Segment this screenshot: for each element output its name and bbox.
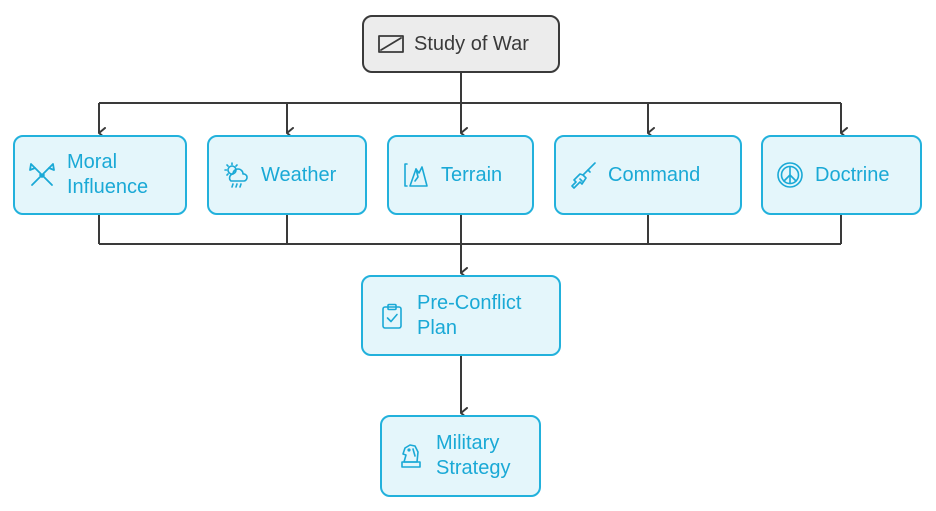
terrain-label: Terrain	[441, 163, 503, 186]
moral-influence-node[interactable]: Moral Influence	[13, 135, 187, 215]
peace-sign-icon	[775, 160, 805, 190]
canvas-icon	[376, 29, 406, 59]
pre-conflict-plan-node[interactable]: Pre-Conflict Plan	[361, 275, 561, 356]
pre-conflict-plan-label: Pre-Conflict Plan	[417, 291, 522, 339]
mountain-icon	[401, 160, 431, 190]
terrain-node[interactable]: Terrain	[387, 135, 534, 215]
study-of-war-node[interactable]: Study of War	[362, 15, 560, 73]
moral-influence-label: Moral Influence	[67, 151, 149, 198]
weather-label: Weather	[261, 163, 337, 186]
military-strategy-label: Military Strategy	[436, 432, 511, 479]
rifle-icon	[568, 160, 598, 190]
doctrine-label: Doctrine	[815, 163, 890, 186]
crossed-flags-icon	[27, 160, 57, 190]
study-of-war-label: Study of War	[414, 32, 529, 55]
clipboard-check-icon	[377, 301, 407, 331]
weather-node[interactable]: Weather	[207, 135, 367, 215]
military-strategy-node[interactable]: Military Strategy	[380, 415, 541, 497]
doctrine-node[interactable]: Doctrine	[761, 135, 922, 215]
command-label: Command	[608, 163, 701, 186]
chess-knight-icon	[396, 441, 426, 471]
command-node[interactable]: Command	[554, 135, 742, 215]
sun-rain-cloud-icon	[221, 160, 251, 190]
